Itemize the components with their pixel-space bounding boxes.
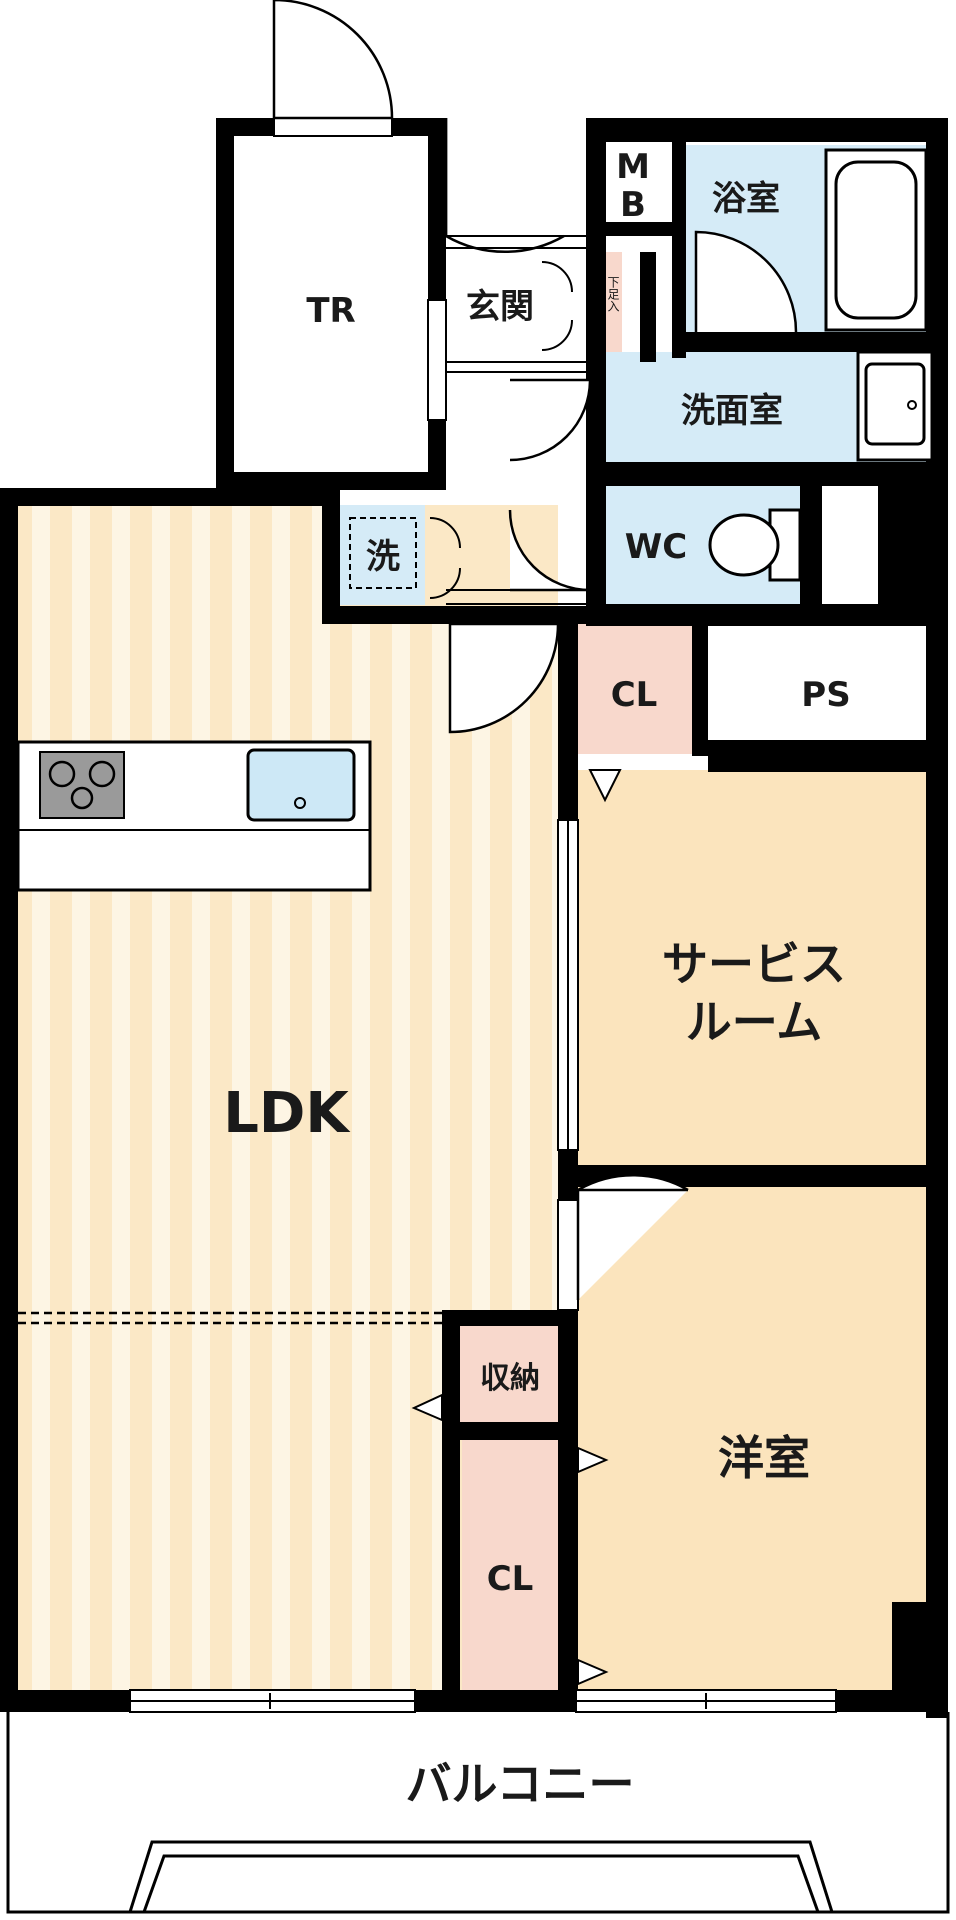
service-room-label-1: サービス [662,937,846,991]
sink-icon [246,748,356,822]
bath-label: 浴室 [712,179,780,219]
washroom-label: 洗面室 [681,391,783,431]
ldk-floor-stripe [72,506,90,1690]
shoe-storage-label: 下足入 [606,276,620,312]
door-swings [272,0,798,1300]
wash-basin-icon [856,350,934,462]
washer-icon [349,517,417,589]
ldk-floor-stripe [512,624,530,1310]
ldk-label: LDK [223,1081,351,1146]
service-room-floor [576,770,934,1167]
storage-label: 収納 [480,1361,540,1396]
tr-label: TR [306,291,355,331]
ldk-floor-stripe [152,506,170,1690]
balcony-railing [6,1712,950,1914]
balcony-floor [8,1712,948,1912]
ldk-floor-stripe [192,506,210,1690]
mb-label-top: M [616,147,650,187]
western-room-label: 洋室 [718,1431,810,1485]
ldk-floor-stripe [552,624,558,1310]
shoe-storage-floor [604,252,622,357]
shoe-storage-doors [429,261,573,599]
service-room-label-2: ルーム [686,995,823,1049]
cl-bottom-label: CL [487,1559,534,1599]
entrance-label: 玄関 [466,287,534,327]
ps-label: PS [801,675,850,715]
toilet-icon [708,508,802,582]
western-room-floor [576,1185,934,1690]
window-lines [130,820,836,1709]
cl-top-floor [576,624,692,754]
ldk-dashed-line [18,1311,442,1325]
bathtub-icon [824,148,928,332]
ldk-floor-stripe [112,506,130,1690]
storage-floor [460,1325,560,1423]
stove-icon [39,751,125,819]
wc-label: WC [625,527,687,567]
ldk-floor-stripe [32,506,50,1690]
entrance-lines [446,235,586,605]
ldk-floor-stripe [472,624,490,1310]
balcony-label: バルコニー [405,1757,634,1811]
ldk-floor-stripe [392,624,410,1690]
cl-bottom-floor [462,1440,558,1690]
cl-top-label: CL [611,675,658,715]
mb-label-bottom: B [620,185,646,225]
washer-label: 洗 [366,537,400,577]
door-arrows [411,769,622,1686]
